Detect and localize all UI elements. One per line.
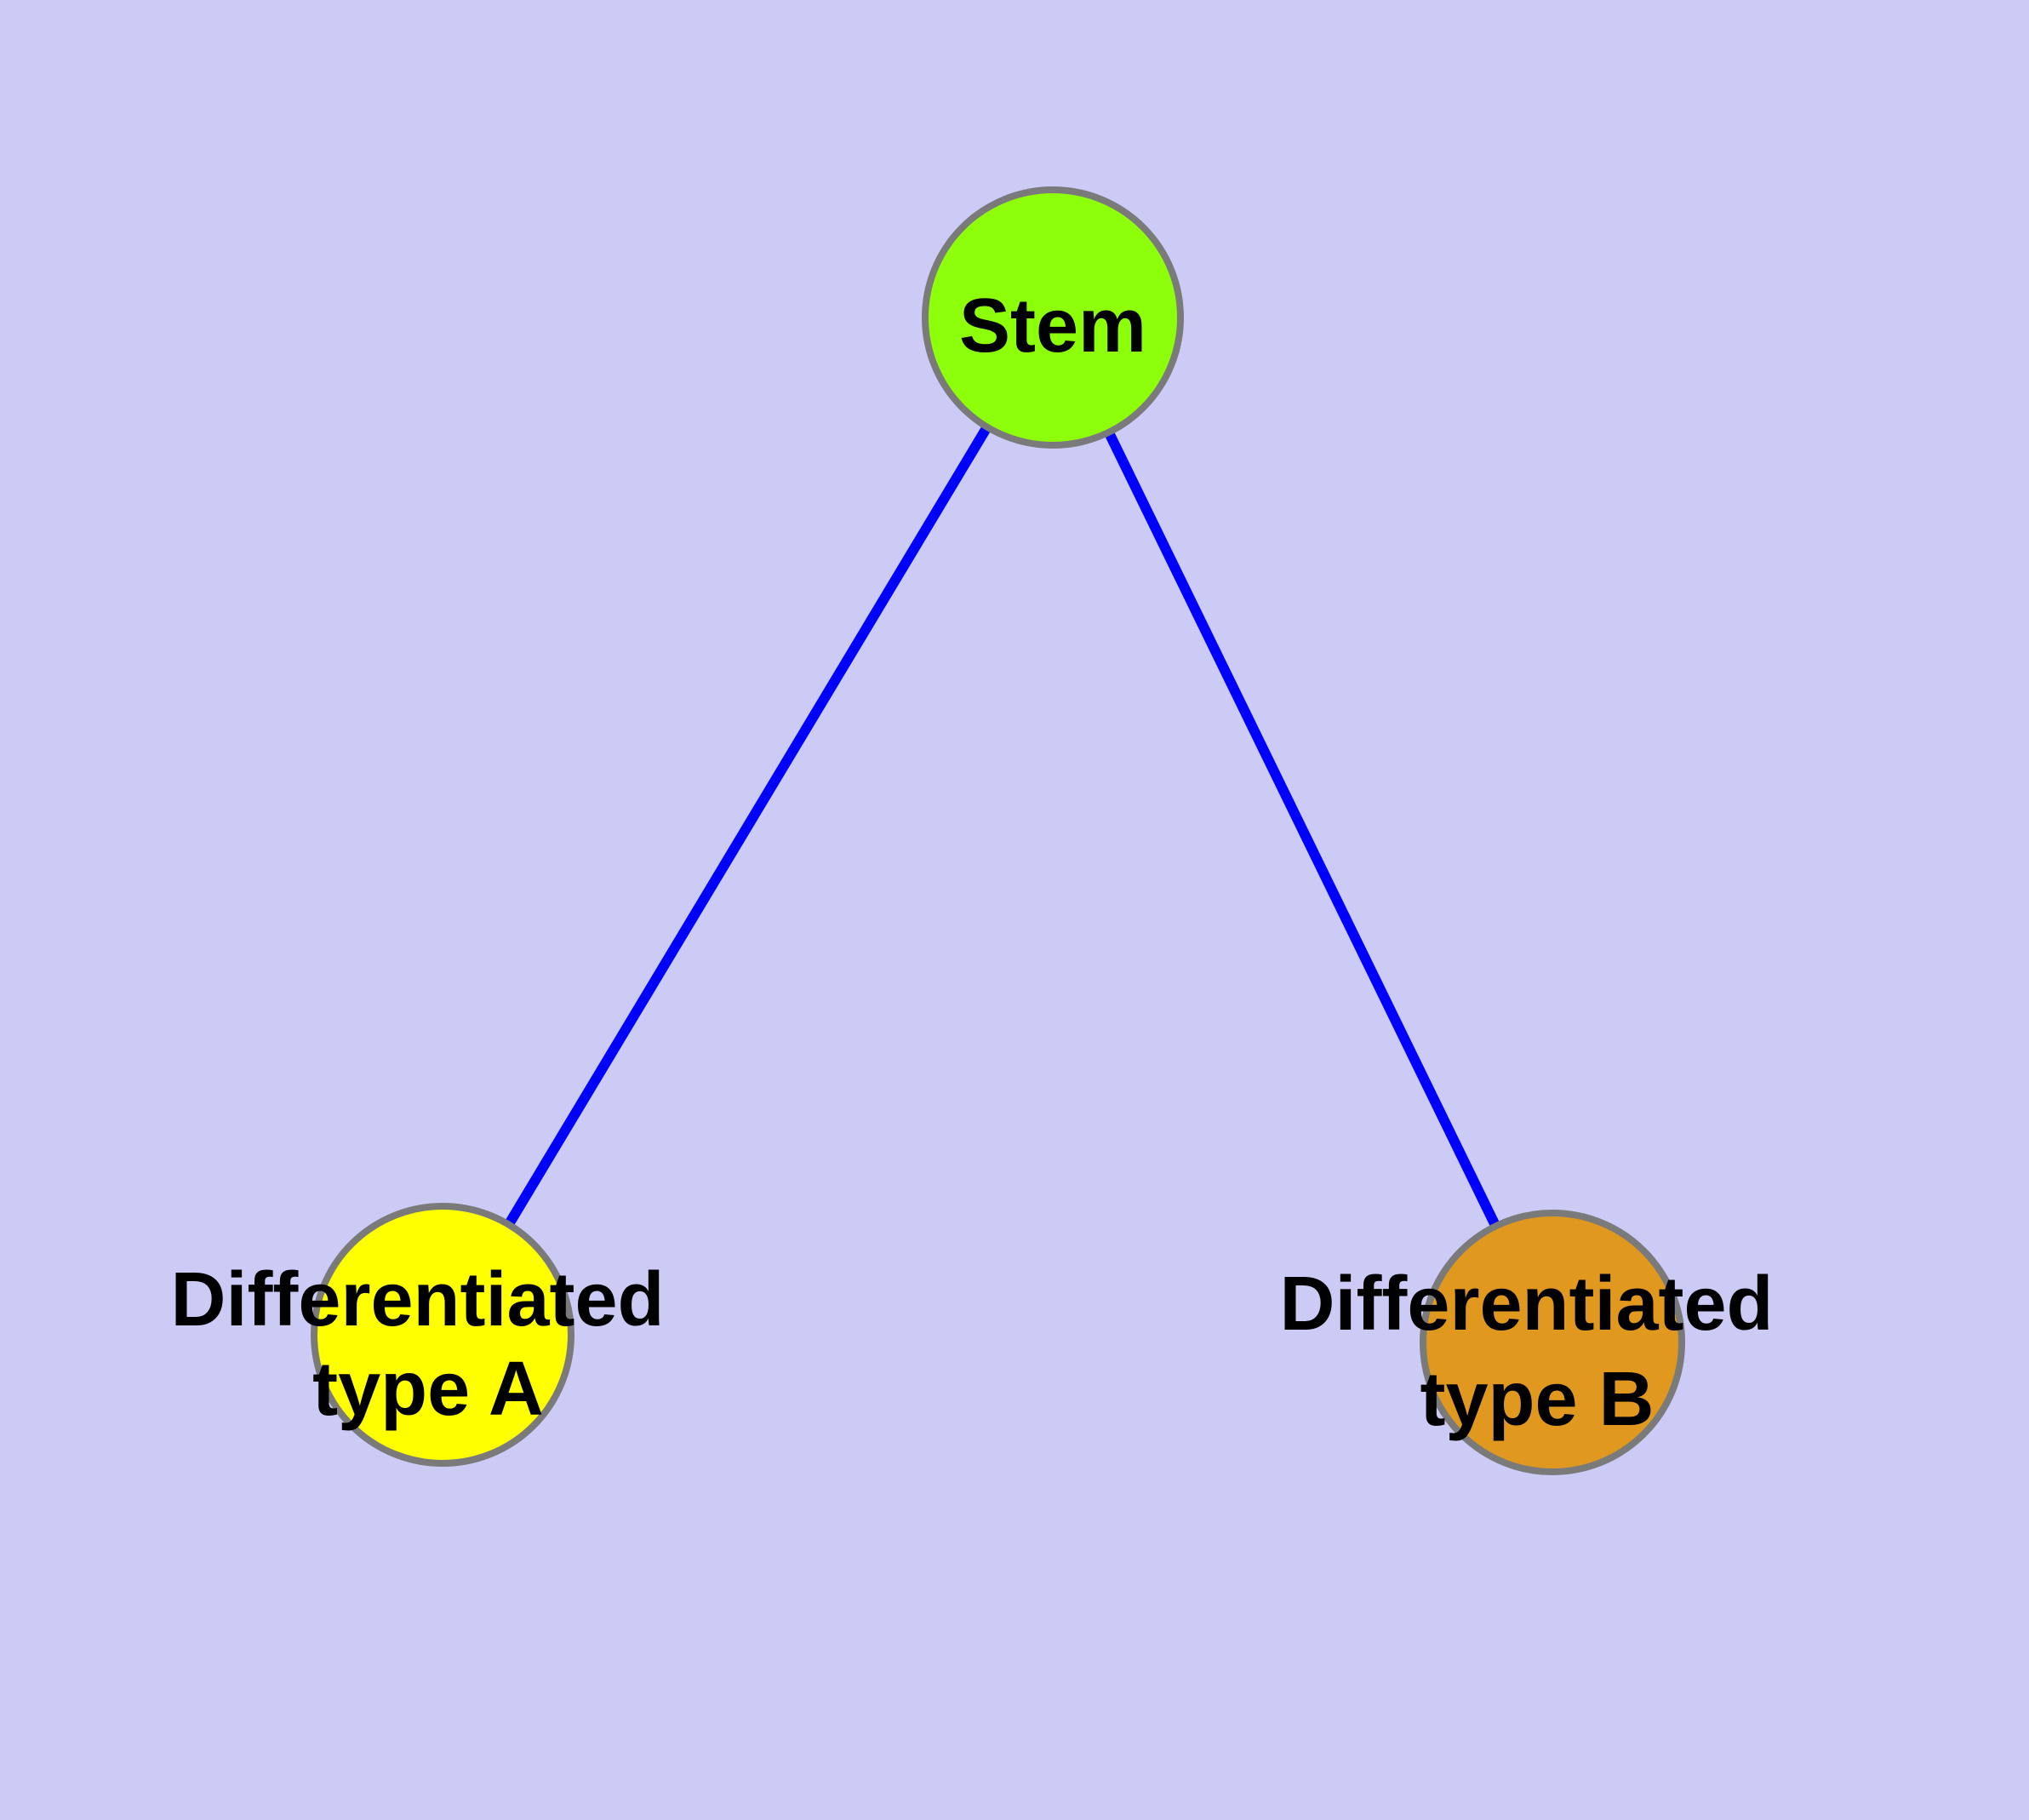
node-type-b-label-line1: Differentiated — [1279, 1262, 1773, 1347]
edge-stem-to-type-b — [1048, 315, 1557, 1345]
node-type-b-label-line2: type B — [1420, 1357, 1654, 1442]
edge-stem-to-type-a — [437, 314, 1058, 1338]
node-type-a-label-line2: type A — [312, 1347, 544, 1432]
node-type-b-label: Differentiated type B — [1279, 1262, 1794, 1442]
node-type-a-label: Differentiated type A — [170, 1257, 685, 1432]
node-stem-label: Stem — [959, 283, 1146, 369]
node-stem — [922, 186, 1184, 449]
node-differentiated-type-b — [1420, 1210, 1685, 1475]
node-type-a-label-line1: Differentiated — [170, 1257, 664, 1342]
node-differentiated-type-a — [311, 1203, 574, 1467]
